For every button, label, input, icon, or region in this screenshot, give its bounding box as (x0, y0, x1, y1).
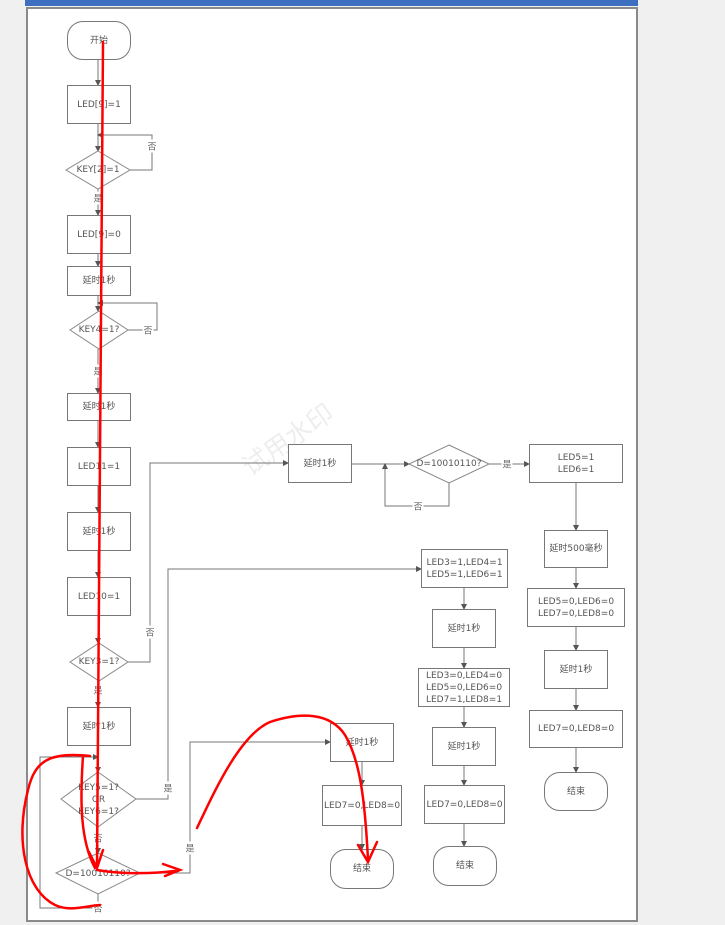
process-led78-off: LED7=0,LED8=0 (322, 785, 402, 826)
branch-yes-label: 是 (501, 457, 513, 471)
window-title-bar (25, 0, 638, 6)
process-led-mixed: LED3=0,LED4=0 LED5=0,LED6=0 LED7=1,LED8=… (418, 668, 510, 707)
branch-yes-label: 是 (184, 841, 196, 855)
decision-key4-shape (69, 310, 129, 350)
process-delay: 延时1秒 (288, 444, 352, 483)
process-led78-off: LED7=0,LED8=0 (424, 785, 505, 824)
branch-no-label: 否 (142, 323, 154, 337)
process-led3456-on: LED3=1,LED4=1 LED5=1,LED6=1 (421, 549, 508, 588)
decision-key2: KEY[2]=1 (76, 165, 120, 175)
decision-key2-shape (65, 150, 131, 190)
process-delay-500ms: 延时500毫秒 (544, 530, 608, 568)
process-delay: 延时1秒 (67, 266, 131, 296)
red-left-loop (21, 753, 102, 910)
decision-right-d-shape (407, 444, 491, 484)
process-led5678-off: LED5=0,LED6=0 LED7=0,LED8=0 (527, 588, 625, 627)
end-node: 结束 (433, 846, 497, 886)
process-led9-off: LED[9]=0 (67, 215, 131, 254)
decision-d-shape (54, 852, 142, 895)
branch-no-label: 否 (412, 499, 424, 513)
process-delay: 延时1秒 (67, 393, 131, 421)
end-node: 结束 (544, 772, 608, 811)
process-led56-on: LED5=1 LED6=1 (529, 444, 623, 483)
start-node: 开始 (67, 21, 131, 60)
process-delay: 延时1秒 (432, 727, 496, 766)
branch-yes-label: 是 (162, 781, 174, 795)
branch-no-label: 否 (92, 901, 104, 915)
process-led9-on: LED[9]=1 (67, 85, 131, 124)
decision-key4: KEY4=1? (78, 325, 120, 335)
red-curve-arrow (195, 714, 379, 865)
process-delay: 延时1秒 (432, 609, 496, 648)
branch-yes-label: 是 (92, 364, 104, 378)
decision-d-value: D=10010110? (65, 868, 131, 879)
process-delay: 延时1秒 (544, 650, 608, 689)
branch-no-label: 否 (144, 625, 156, 639)
red-right-arrow (95, 862, 184, 878)
decision-right-d-value: D=10010110? (416, 459, 482, 469)
process-led78-off: LED7=0,LED8=0 (529, 710, 623, 748)
branch-no-label: 否 (146, 139, 158, 153)
red-main-arrow (87, 40, 105, 872)
branch-yes-label: 是 (92, 191, 104, 205)
